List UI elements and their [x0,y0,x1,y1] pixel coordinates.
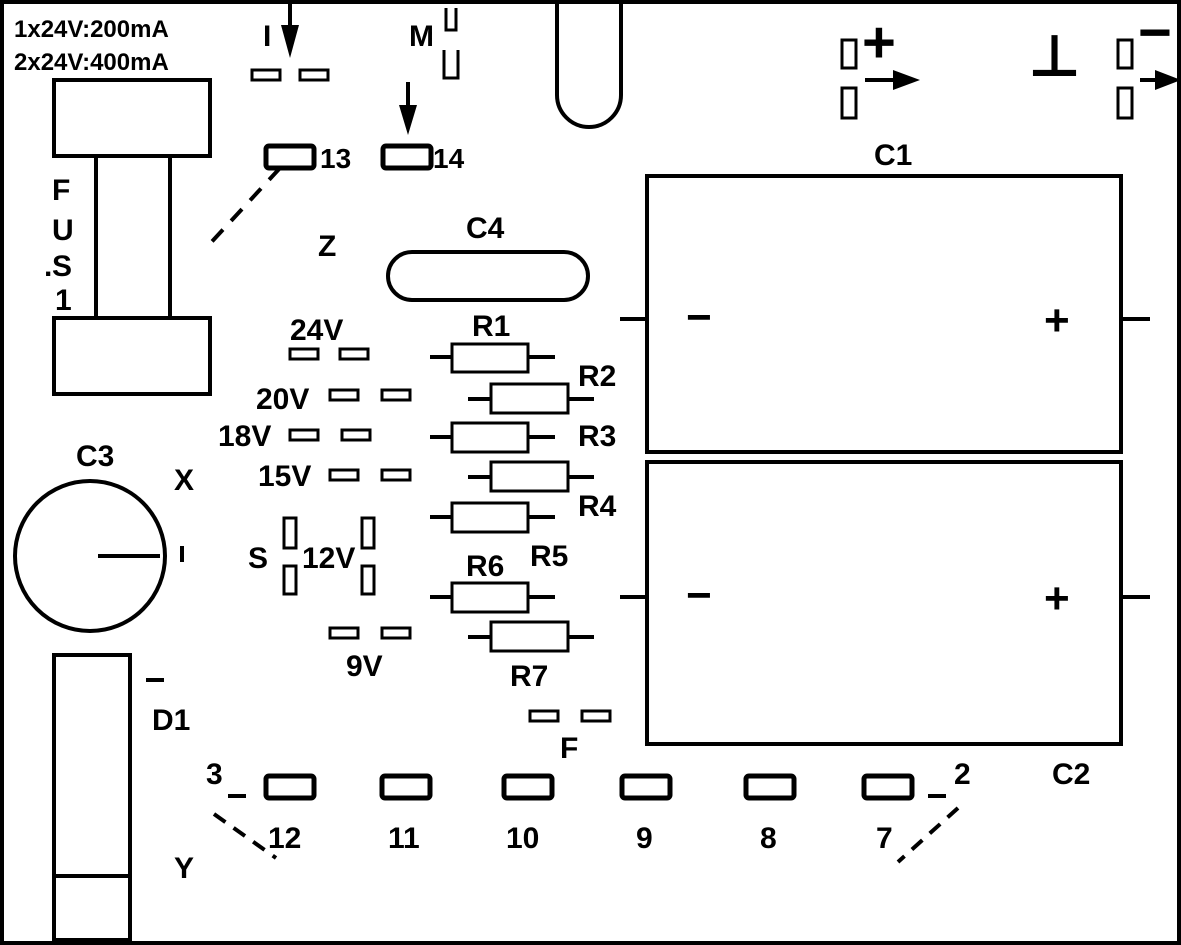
c3-label: C3 [76,440,114,473]
r3-label: R3 [578,420,616,453]
label-z: Z [318,230,336,263]
c1-plus: + [1044,296,1070,345]
pad-9-label: 9 [636,822,653,855]
pad-2-label: 2 [954,758,971,791]
fuse-letter-s: S [52,250,72,283]
r5-label: R5 [530,540,568,573]
pad-3-label: 3 [206,758,223,791]
pad-8 [743,773,797,801]
terminal-i-label: I [263,20,271,53]
label-f: F [560,732,578,765]
r2-label: R2 [578,360,616,393]
fuse-letter-u: U [52,214,74,247]
terminal-m-label: M [409,20,434,53]
label-x: X [174,464,194,497]
tap-15v-label: 15V [258,460,311,493]
spec-line-1: 1x24V:200mA [14,16,169,43]
c2-label: C2 [1052,758,1090,791]
mounting-slot [555,0,623,129]
spec-line-2: 2x24V:400mA [14,49,169,76]
capacitor-c4 [386,250,590,302]
resistor-r7 [489,620,570,653]
dashed-link-13 [204,166,282,250]
fuse-holder-top [52,78,212,158]
r7-label: R7 [510,660,548,693]
pad-10 [501,773,555,801]
r1-label: R1 [472,310,510,343]
fuse-letter-dot: . [44,250,52,283]
dashed-link-3 [212,812,278,860]
pad-14-label: 14 [433,143,465,174]
capacitor-c3 [13,479,167,633]
tap-24v-label: 24V [290,314,343,347]
pad-7 [861,773,915,801]
label-s: S [248,542,268,575]
pad-9 [619,773,673,801]
pad-13 [263,143,317,171]
r4-label: R4 [578,490,617,523]
c2-minus: − [686,571,712,620]
c1-minus: − [686,293,712,342]
pad-12-label: 12 [268,822,301,855]
pad-7-label: 7 [876,822,893,855]
pad-10-label: 10 [506,822,539,855]
pad-11 [379,773,433,801]
pad-12 [263,773,317,801]
resistor-r3 [450,421,530,454]
resistor-r2 [489,382,570,415]
c1-label: C1 [874,139,912,172]
dashed-link-2 [896,806,960,864]
pad-8-label: 8 [760,822,777,855]
resistor-r6 [450,581,530,614]
tap-9v-label: 9V [346,650,383,683]
pad-13-label: 13 [320,143,351,174]
diode-d1 [52,653,132,942]
terminal-minus-label: − [1138,0,1172,65]
c2-plus: + [1044,574,1070,623]
r6-label: R6 [466,550,504,583]
fuse-letter-f: F [52,174,70,207]
tap-12v-label: 12V [302,542,355,575]
tap-20v-label: 20V [256,383,309,416]
capacitor-c2 [645,460,1123,746]
fuse-letter-1: 1 [55,284,72,317]
resistor-r4 [489,460,570,493]
pad-11-label: 11 [388,822,420,855]
pad-14 [380,143,434,171]
resistor-r5 [450,501,530,534]
capacitor-c1 [645,174,1123,454]
resistor-r1 [450,342,530,374]
fuse-holder-bottom [52,316,212,396]
tap-18v-label: 18V [218,420,271,453]
terminal-plus-label: + [862,10,896,75]
d1-label: D1 [152,704,190,737]
c4-label: C4 [466,212,505,245]
terminal-ground-label: ⊥ [1028,24,1081,89]
label-y: Y [174,852,194,885]
